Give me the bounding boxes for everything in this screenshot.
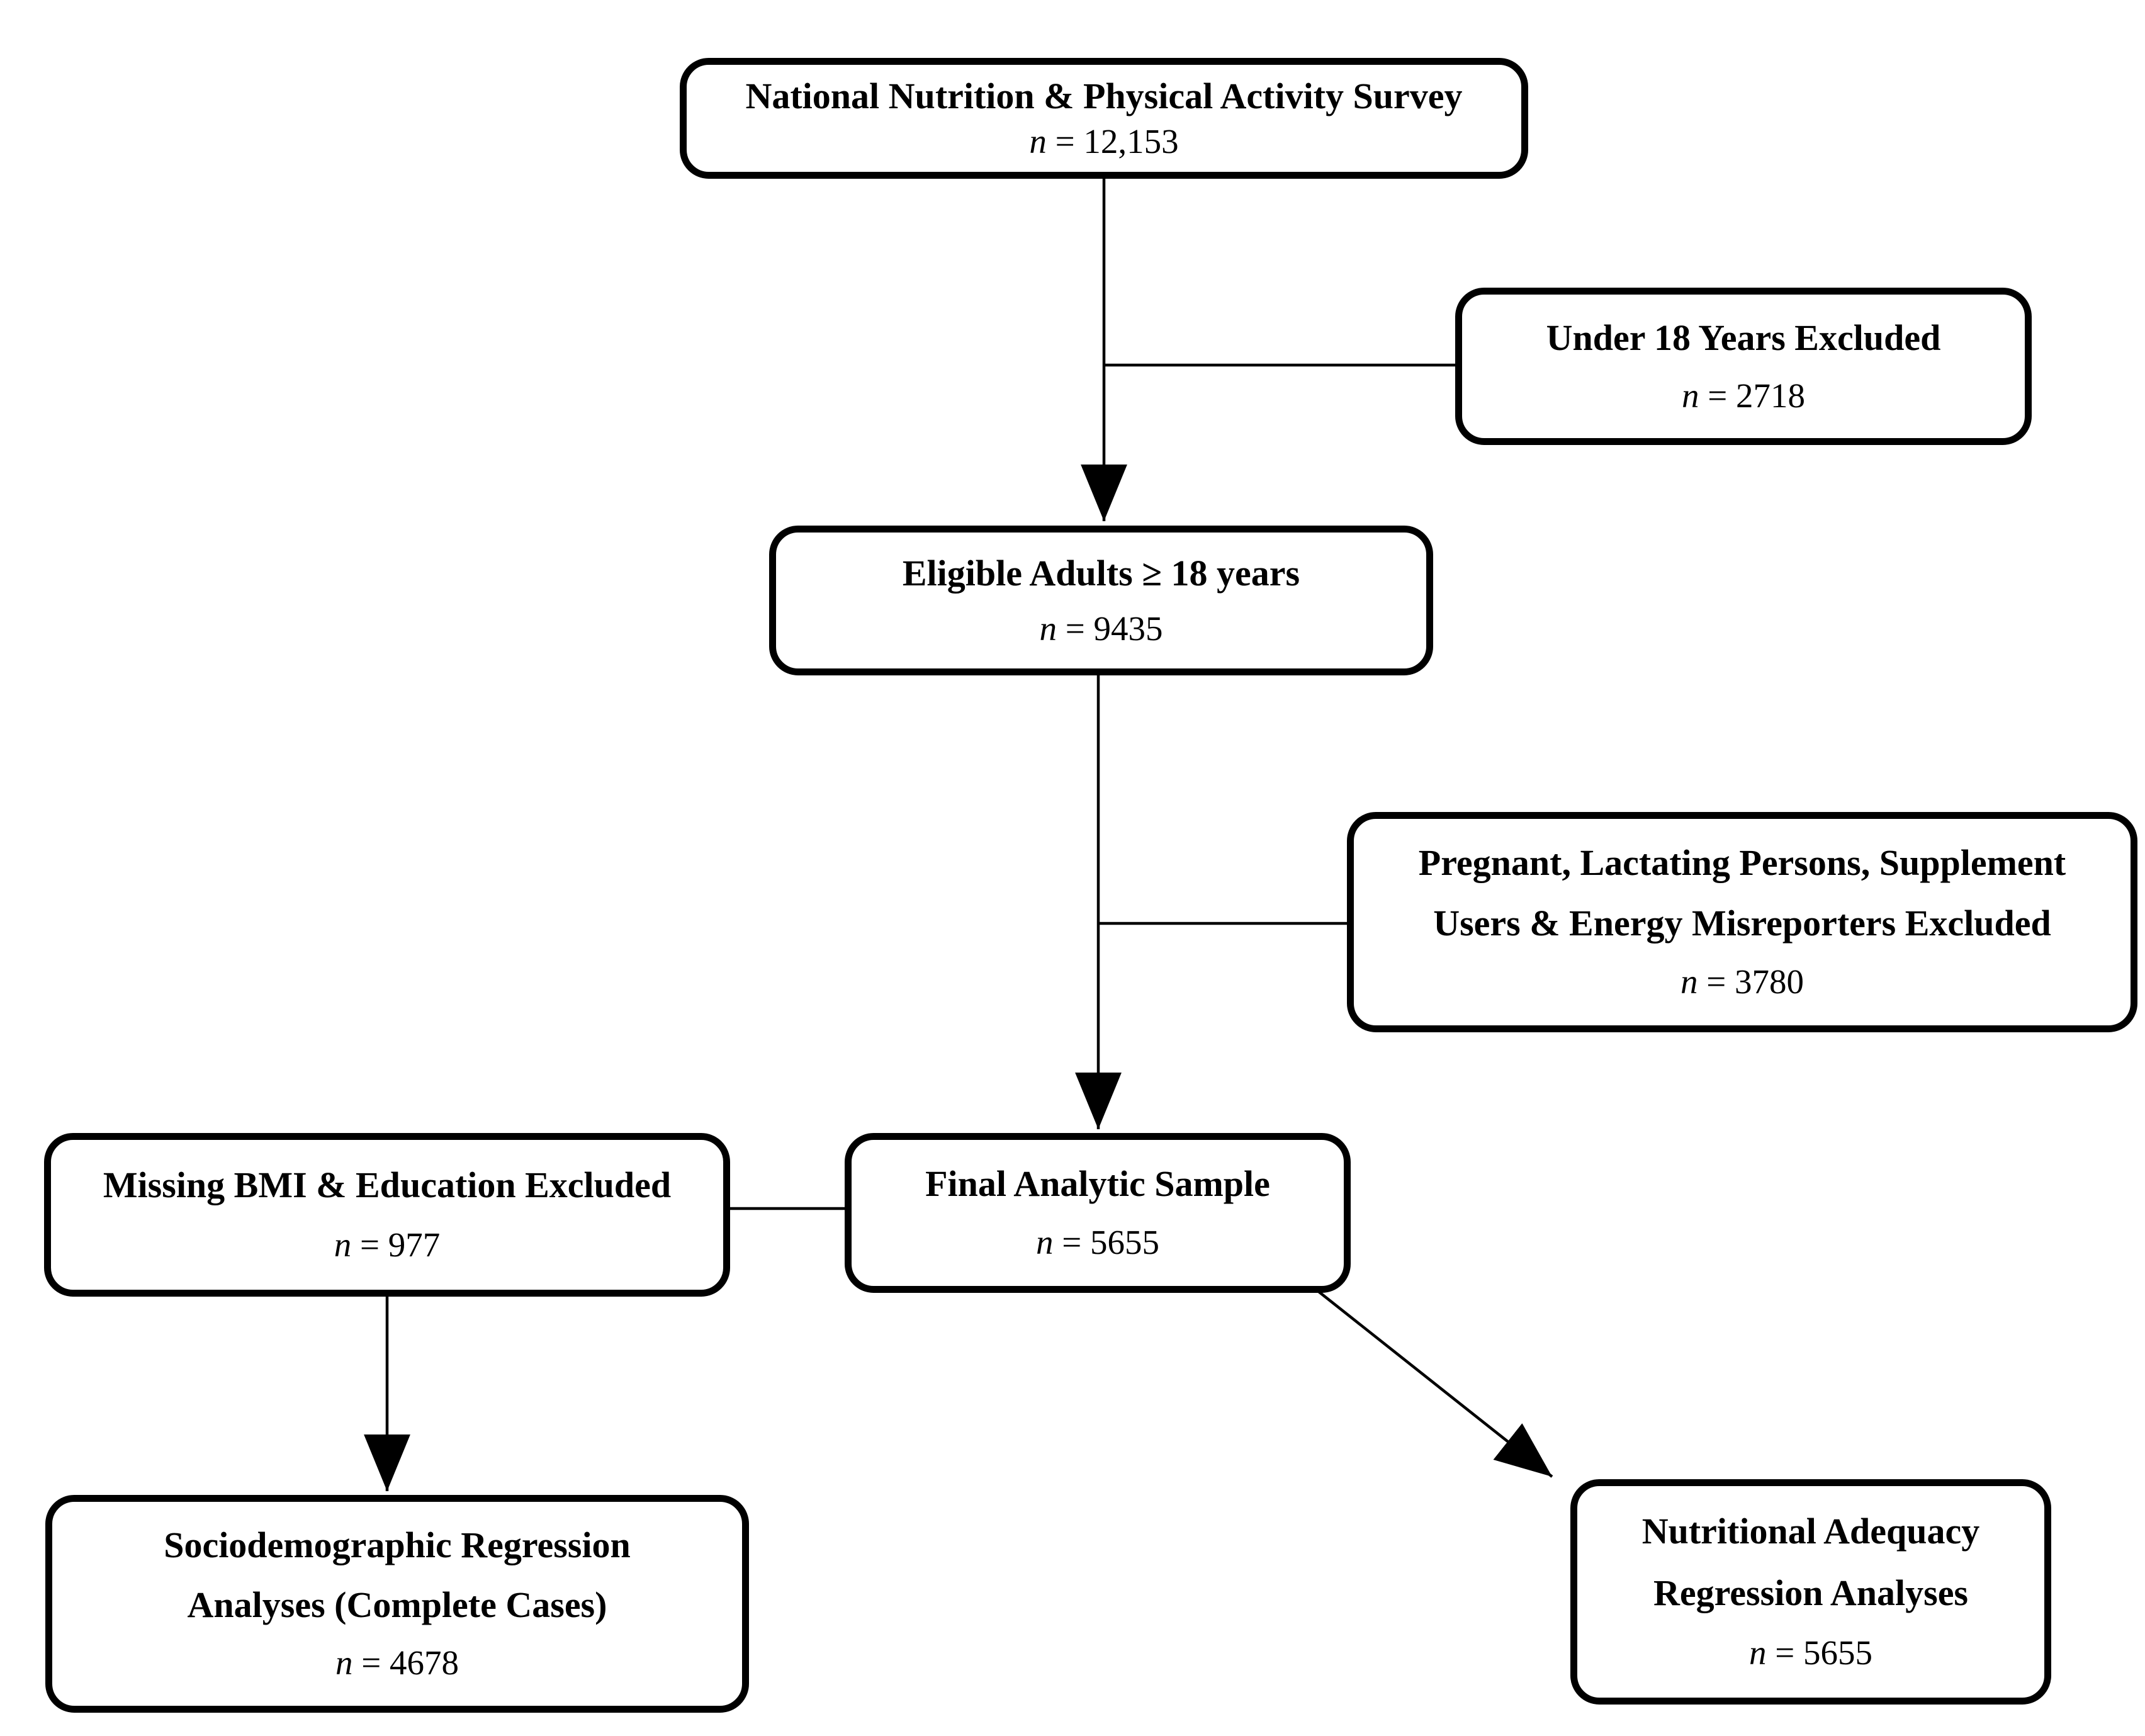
box-title: Analyses (Complete Cases) [187, 1584, 607, 1625]
box-n-count: n = 12,153 [1029, 121, 1179, 161]
box-title: Pregnant, Lactating Persons, Supplement [1418, 842, 2066, 884]
box-title: Eligible Adults ≥ 18 years [902, 552, 1300, 594]
box-n-count: n = 3780 [1680, 962, 1804, 1001]
flow-box-pregnant-excluded: Pregnant, Lactating Persons, Supplement … [1347, 812, 2137, 1032]
flow-box-under18-excluded: Under 18 Years Excluded n = 2718 [1455, 288, 2032, 445]
flow-box-sociodemographic-analyses: Sociodemographic Regression Analyses (Co… [45, 1495, 749, 1713]
box-title: Sociodemographic Regression [164, 1525, 631, 1566]
flow-box-survey: National Nutrition & Physical Activity S… [680, 58, 1528, 179]
box-title: Nutritional Adequacy [1641, 1511, 1980, 1552]
box-title: Missing BMI & Education Excluded [103, 1164, 672, 1206]
box-n-count: n = 9435 [1039, 609, 1163, 648]
box-n-count: n = 2718 [1681, 376, 1806, 415]
box-title: Final Analytic Sample [925, 1163, 1270, 1205]
flow-box-eligible-adults: Eligible Adults ≥ 18 years n = 9435 [769, 526, 1433, 675]
flow-box-missing-bmi-excluded: Missing BMI & Education Excluded n = 977 [44, 1133, 730, 1297]
box-title: Users & Energy Misreporters Excluded [1433, 902, 2051, 944]
flow-box-final-analytic-sample: Final Analytic Sample n = 5655 [845, 1133, 1351, 1293]
box-title: Regression Analyses [1653, 1572, 1969, 1613]
box-n-count: n = 5655 [1748, 1633, 1873, 1672]
box-n-count: n = 977 [334, 1226, 441, 1265]
flow-box-nutritional-adequacy-analyses: Nutritional Adequacy Regression Analyses… [1570, 1479, 2051, 1705]
box-title: Under 18 Years Excluded [1546, 317, 1941, 358]
box-n-count: n = 5655 [1035, 1223, 1160, 1262]
box-n-count: n = 4678 [335, 1643, 459, 1682]
box-title: National Nutrition & Physical Activity S… [745, 75, 1463, 116]
arrow-final-to-nutritional [1314, 1288, 1553, 1478]
